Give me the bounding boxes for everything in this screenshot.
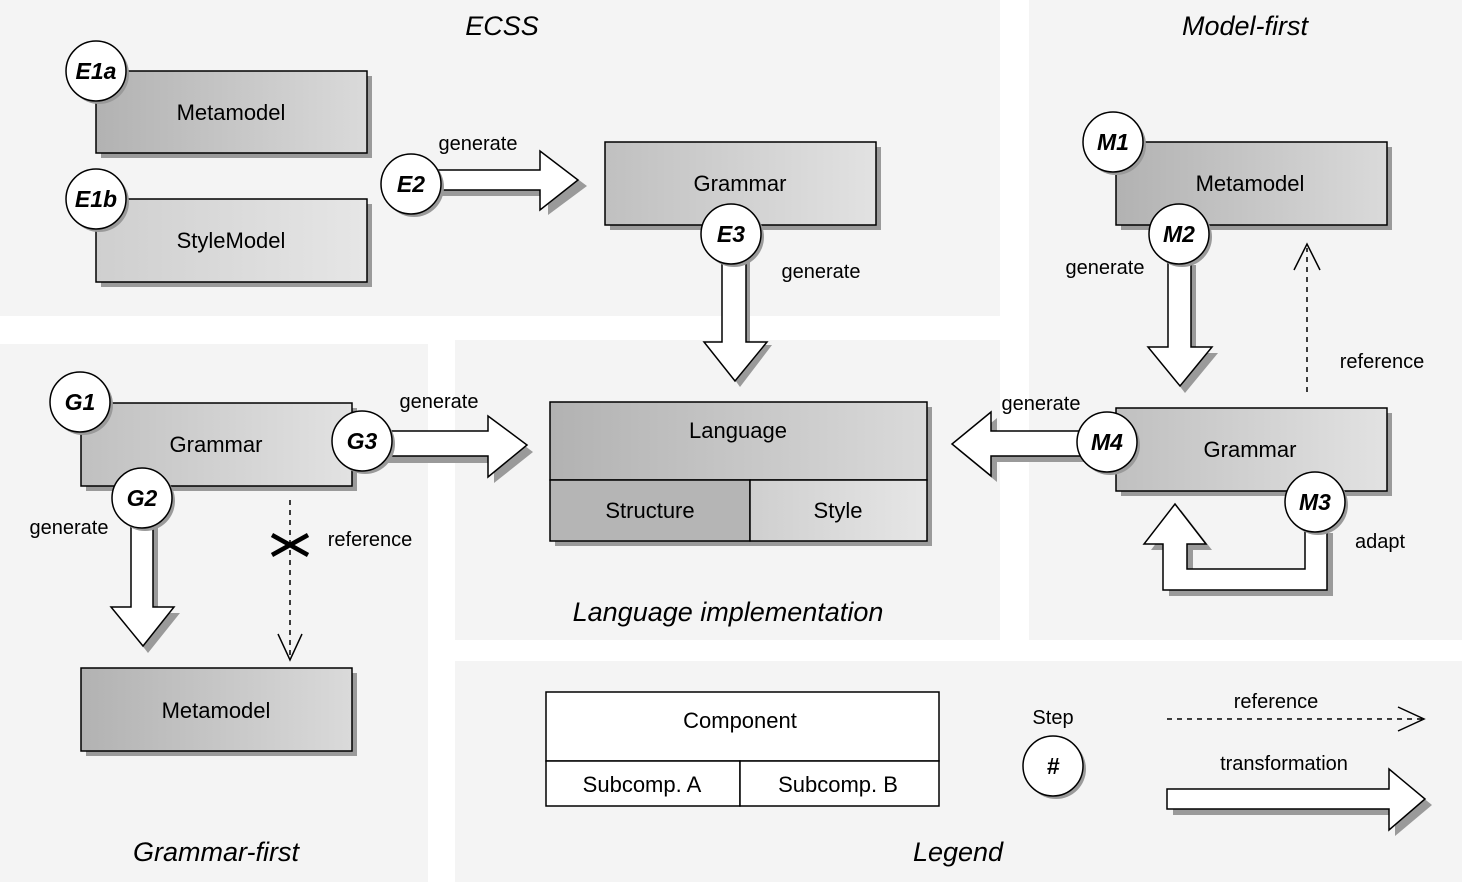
legend-component-label: Component bbox=[683, 708, 797, 733]
language-style: Style bbox=[814, 498, 863, 523]
cross-icon bbox=[270, 533, 310, 557]
ecss-generate-label-1: generate bbox=[439, 133, 518, 155]
legend-sub-b-label: Subcomp. B bbox=[778, 772, 898, 797]
svg-text:E1a: E1a bbox=[76, 58, 117, 84]
svg-text:Grammar: Grammar bbox=[1204, 437, 1297, 462]
mf-generate-arrow-m2 bbox=[1146, 257, 1218, 393]
ecss-title: ECSS bbox=[465, 11, 539, 41]
svg-text:Metamodel: Metamodel bbox=[177, 100, 286, 125]
gf-reference-arrow bbox=[277, 500, 303, 662]
svg-text:M4: M4 bbox=[1091, 429, 1123, 455]
ecss-grammar-box: Grammar bbox=[604, 141, 881, 230]
ecss-metamodel-box: Metamodel bbox=[95, 70, 372, 158]
ecss-stylemodel-box: StyleModel bbox=[95, 198, 372, 287]
mf-generate-label-1: generate bbox=[1066, 257, 1145, 279]
svg-text:M2: M2 bbox=[1163, 221, 1195, 247]
mf-adapt-arrow bbox=[1142, 502, 1333, 596]
step-m1-icon: M1 bbox=[1082, 111, 1146, 175]
svg-text:G1: G1 bbox=[65, 389, 96, 415]
svg-text:Metamodel: Metamodel bbox=[162, 698, 271, 723]
svg-text:StyleModel: StyleModel bbox=[177, 228, 286, 253]
step-m3-icon: M3 bbox=[1284, 471, 1348, 535]
step-g3-icon: G3 bbox=[331, 410, 395, 474]
step-g2-icon: G2 bbox=[111, 467, 175, 531]
step-m4-icon: M4 bbox=[1076, 411, 1140, 475]
gf-reference-label: reference bbox=[328, 529, 413, 551]
svg-text:M3: M3 bbox=[1299, 489, 1331, 515]
svg-text:Grammar: Grammar bbox=[170, 432, 263, 457]
svg-text:E2: E2 bbox=[397, 171, 425, 197]
mf-adapt-label: adapt bbox=[1355, 531, 1405, 553]
legend-step-icon: # bbox=[1022, 735, 1086, 799]
legend-reference-label: reference bbox=[1234, 691, 1319, 713]
ecss-generate-label-2: generate bbox=[782, 261, 861, 283]
gf-generate-label-1: generate bbox=[400, 391, 479, 413]
svg-text:Metamodel: Metamodel bbox=[1196, 171, 1305, 196]
legend-transformation-arrow bbox=[1166, 767, 1432, 836]
legend-component: Component Subcomp. A Subcomp. B bbox=[545, 691, 940, 807]
svg-text:#: # bbox=[1047, 753, 1060, 779]
gf-generate-arrow-g2 bbox=[109, 517, 180, 653]
svg-text:G2: G2 bbox=[127, 485, 158, 511]
language-title: Language bbox=[689, 418, 787, 443]
svg-text:G3: G3 bbox=[347, 428, 378, 454]
grammar-first-title: Grammar-first bbox=[133, 837, 300, 867]
svg-text:E1b: E1b bbox=[75, 186, 117, 212]
svg-text:M1: M1 bbox=[1097, 129, 1129, 155]
mf-generate-label-2: generate bbox=[1002, 393, 1081, 415]
step-m2-icon: M2 bbox=[1148, 203, 1212, 267]
ecss-generate-arrow-e3 bbox=[702, 239, 772, 387]
step-g1-icon: G1 bbox=[49, 371, 113, 435]
legend-step-label: Step bbox=[1032, 707, 1073, 729]
legend-transformation-label: transformation bbox=[1220, 753, 1348, 775]
step-e3-icon: E3 bbox=[700, 203, 764, 267]
legend-reference-arrow bbox=[1167, 706, 1426, 732]
mf-reference-label: reference bbox=[1340, 351, 1425, 373]
model-first-panel bbox=[1029, 0, 1462, 640]
model-first-title: Model-first bbox=[1182, 11, 1310, 41]
svg-text:E3: E3 bbox=[717, 221, 745, 247]
mf-grammar-box: Grammar bbox=[1115, 407, 1392, 496]
language-component: Language Structure Style bbox=[549, 401, 932, 546]
language-structure: Structure bbox=[605, 498, 694, 523]
step-e1b-icon: E1b bbox=[65, 168, 129, 232]
step-e1a-icon: E1a bbox=[65, 40, 129, 104]
gf-generate-label-2: generate bbox=[30, 517, 109, 539]
mf-generate-arrow-m4 bbox=[950, 410, 1093, 482]
legend-title: Legend bbox=[913, 837, 1004, 867]
gf-metamodel-box: Metamodel bbox=[80, 667, 357, 756]
step-e2-icon: E2 bbox=[380, 153, 444, 217]
mf-reference-arrow bbox=[1293, 242, 1321, 392]
language-impl-title: Language implementation bbox=[573, 597, 884, 627]
legend-sub-a-label: Subcomp. A bbox=[583, 772, 702, 797]
gf-generate-arrow-g3 bbox=[384, 414, 533, 483]
svg-text:Grammar: Grammar bbox=[694, 171, 787, 196]
